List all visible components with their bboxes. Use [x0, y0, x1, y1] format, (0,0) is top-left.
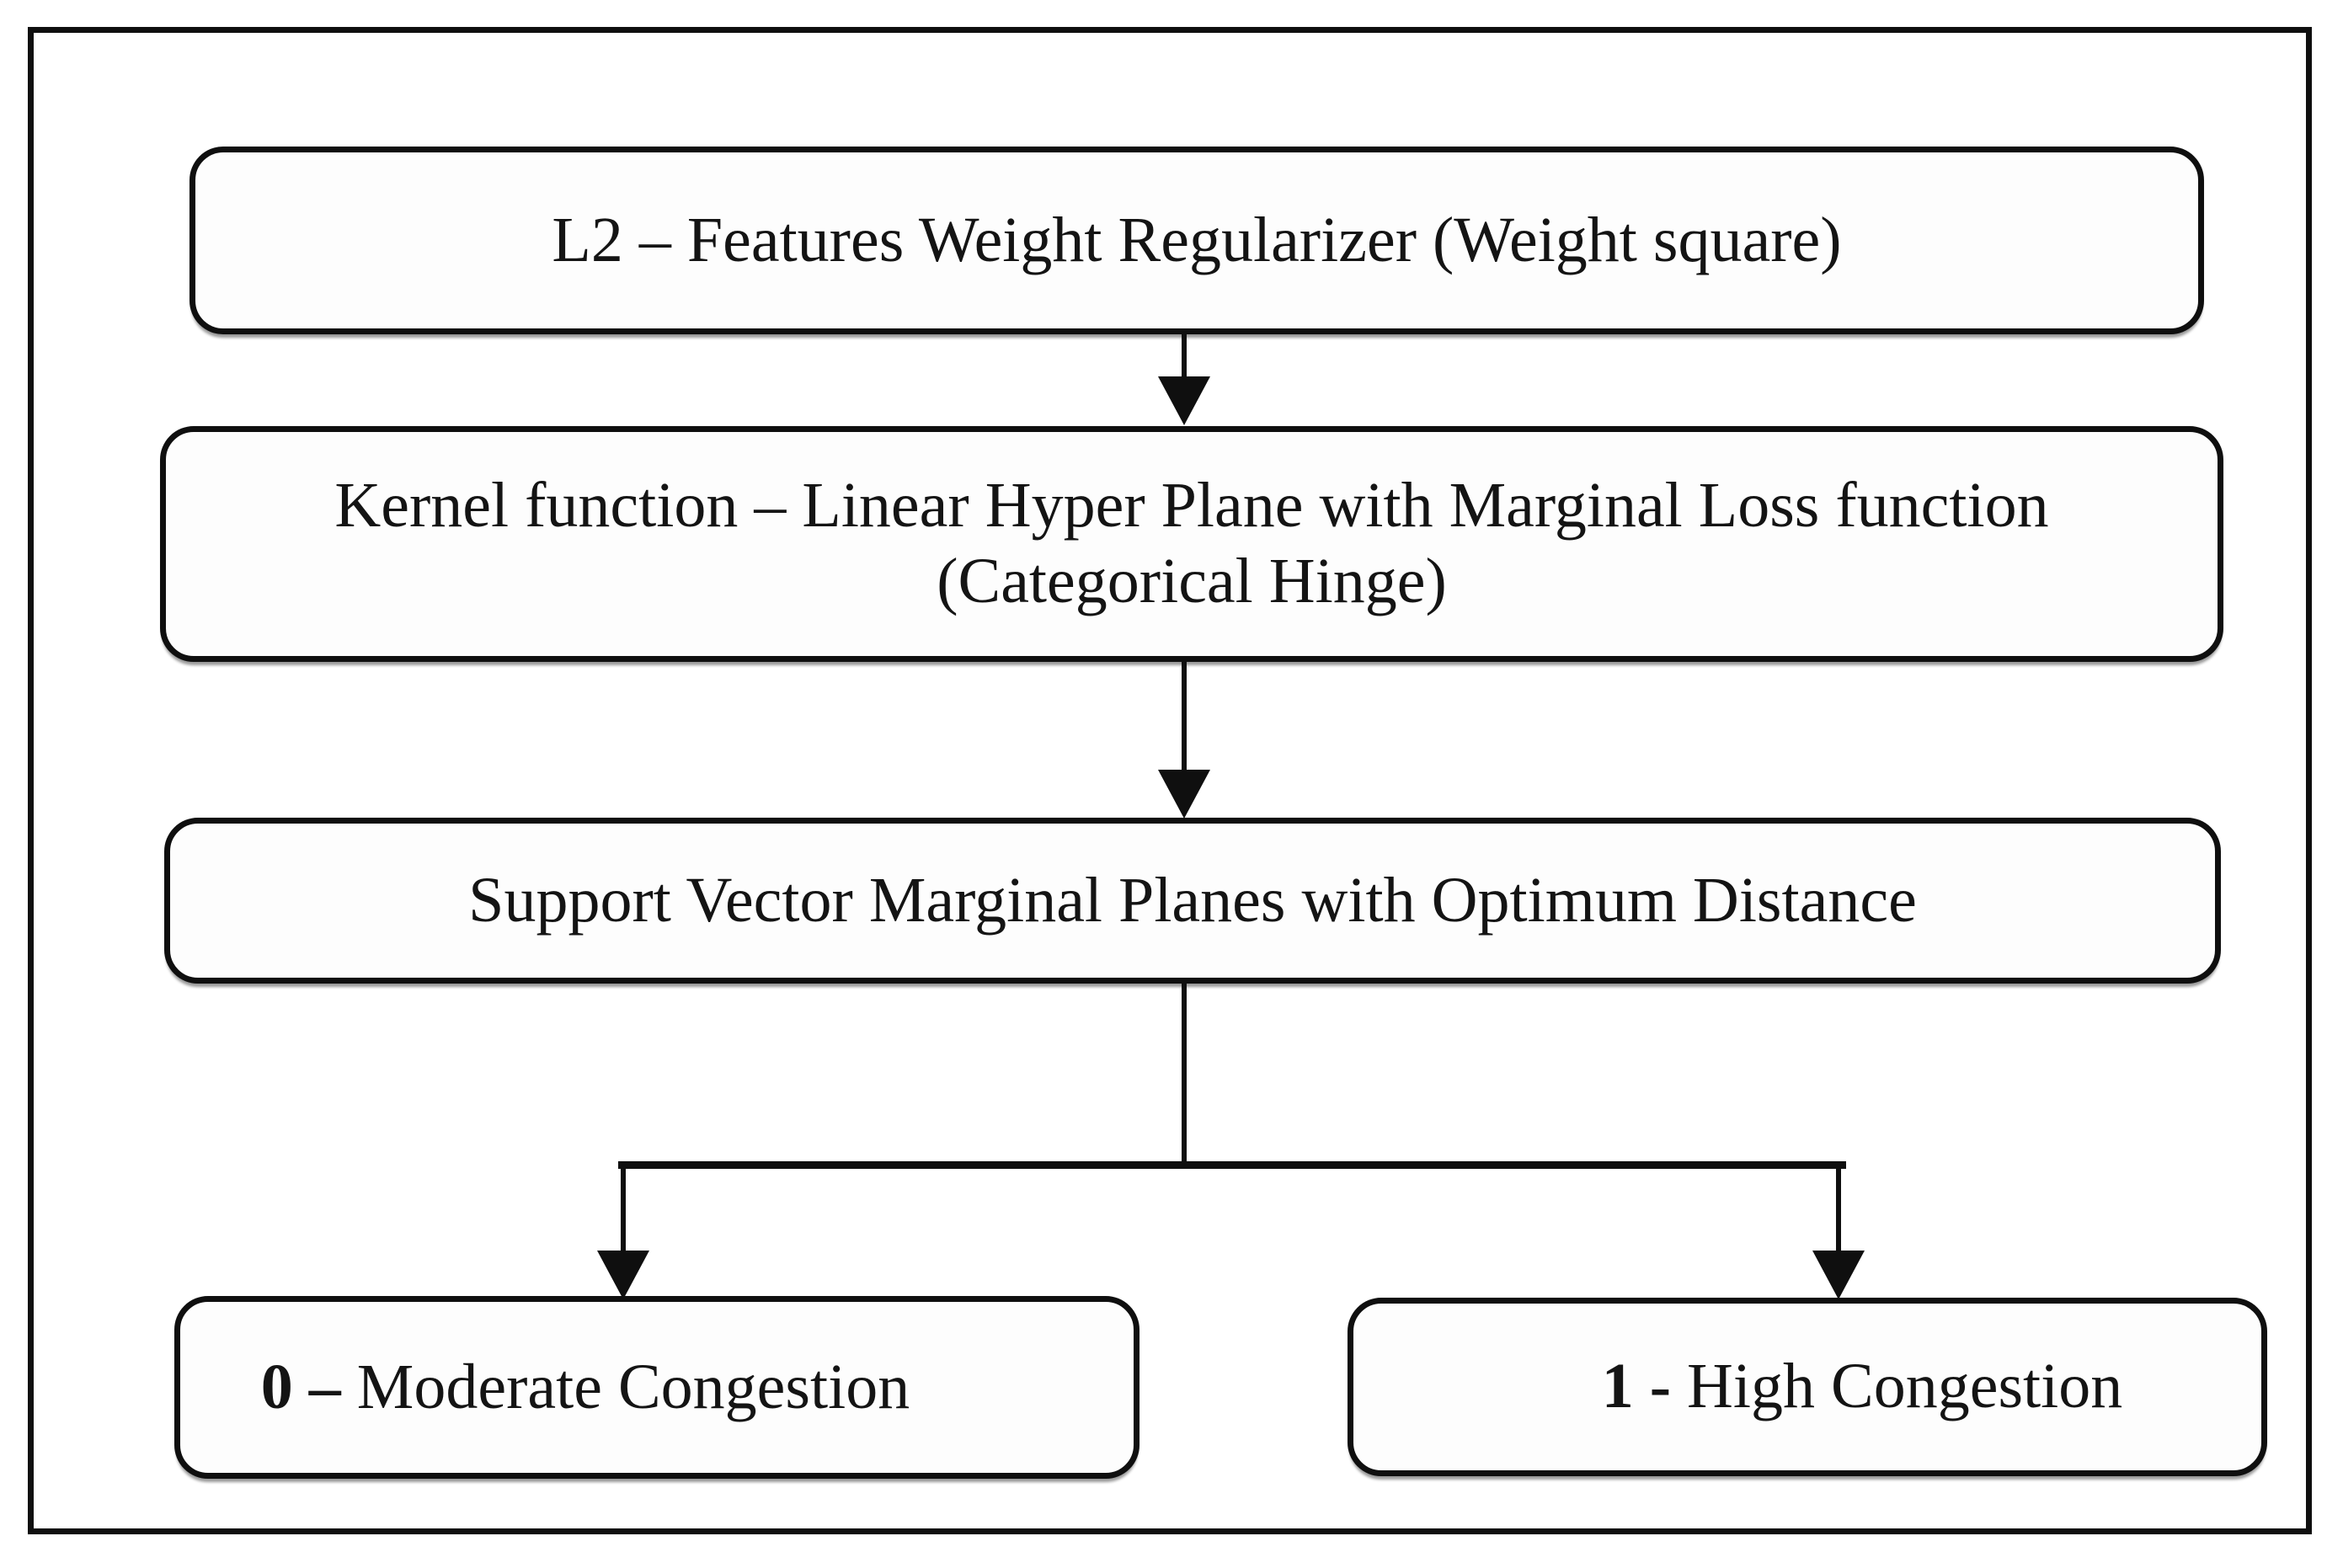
down-arrowhead-icon	[1158, 376, 1210, 425]
node-kernel-function-label: Kernel function – Linear Hyper Plane wit…	[334, 468, 2048, 619]
node-moderate-congestion-label: 0 – Moderate Congestion	[261, 1350, 910, 1426]
node-high-congestion: 1 - High Congestion	[1348, 1298, 2267, 1476]
high-separator: -	[1649, 1351, 1672, 1422]
node-svm-planes: Support Vector Marginal Planes with Opti…	[164, 818, 2221, 984]
node-l2-regularizer: L2 – Features Weight Regularizer (Weight…	[189, 147, 2204, 334]
down-arrowhead-icon	[1158, 770, 1210, 819]
branch-left-drop-line	[621, 1165, 626, 1254]
node-high-congestion-label: 1 - High Congestion	[1602, 1349, 2123, 1425]
down-arrowhead-icon	[597, 1251, 649, 1299]
branch-horizontal-line	[618, 1161, 1846, 1169]
kernel-label-line1: Kernel function – Linear Hyper Plane wit…	[334, 470, 2049, 541]
node-l2-regularizer-label: L2 – Features Weight Regularizer (Weight…	[552, 204, 1842, 275]
outer-frame: L2 – Features Weight Regularizer (Weight…	[28, 27, 2312, 1534]
node-moderate-congestion: 0 – Moderate Congestion	[174, 1296, 1139, 1479]
moderate-separator: –	[308, 1351, 341, 1422]
moderate-class-label: Moderate Congestion	[356, 1351, 910, 1422]
node-kernel-function: Kernel function – Linear Hyper Plane wit…	[160, 426, 2223, 662]
high-class-label: High Congestion	[1687, 1351, 2123, 1422]
down-arrowhead-icon	[1812, 1251, 1865, 1299]
moderate-class-value: 0	[260, 1351, 293, 1422]
connector-line-2	[1182, 659, 1187, 774]
node-svm-planes-label: Support Vector Marginal Planes with Opti…	[468, 864, 1917, 936]
kernel-label-line2: (Categorical Hinge)	[937, 546, 1447, 616]
branch-stem-line	[1182, 981, 1187, 1166]
high-class-value: 1	[1601, 1351, 1634, 1422]
connector-line-1	[1182, 333, 1187, 381]
branch-right-drop-line	[1836, 1165, 1841, 1254]
